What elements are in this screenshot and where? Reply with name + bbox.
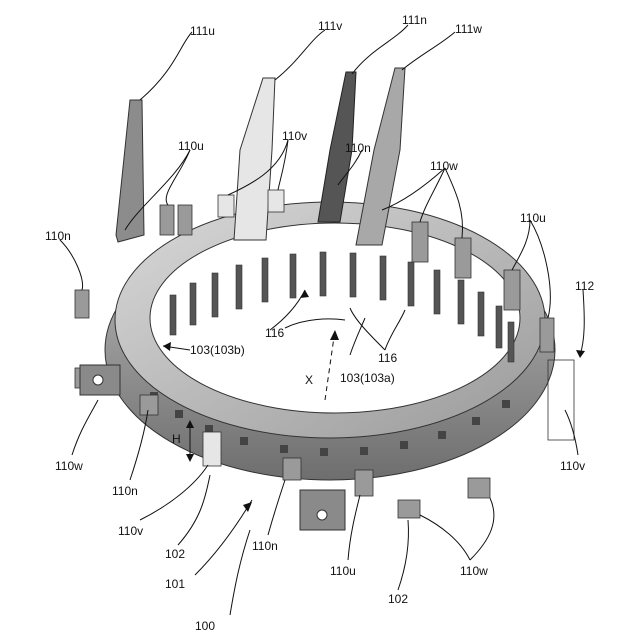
label-110u-a: 110u (178, 139, 204, 153)
label-110v-right: 110v (560, 459, 585, 473)
label-110n-bot: 110n (252, 539, 278, 553)
terminal-111u (116, 100, 144, 242)
label-103a: 103(103a) (340, 371, 395, 385)
label-h: H (172, 432, 181, 446)
label-111v: 111v (318, 19, 342, 33)
label-110w-left: 110w (55, 459, 83, 473)
label-100: 100 (195, 619, 215, 633)
label-110n-left: 110n (45, 229, 71, 243)
label-116-a: 116 (265, 326, 284, 340)
label-110n-a: 110n (345, 141, 371, 155)
label-101: 101 (165, 577, 185, 591)
label-116-b: 116 (378, 351, 397, 365)
label-103b: 103(103b) (190, 343, 245, 357)
label-x: X (305, 373, 313, 387)
label-110w-a: 110w (430, 159, 458, 173)
label-110u-b: 110u (520, 211, 546, 225)
label-102-a: 102 (165, 547, 185, 561)
label-111n-top: 111n (402, 13, 427, 27)
label-110w-bot: 110w (460, 564, 488, 578)
label-111w: 111w (455, 22, 482, 36)
label-110n-mid: 110n (112, 484, 138, 498)
label-110v-a: 110v (282, 129, 307, 143)
label-102-b: 102 (388, 592, 408, 606)
label-110v-bot: 110v (118, 524, 143, 538)
label-110u-bot: 110u (330, 564, 356, 578)
label-112: 112 (575, 279, 594, 293)
label-111u: 111u (190, 24, 215, 38)
